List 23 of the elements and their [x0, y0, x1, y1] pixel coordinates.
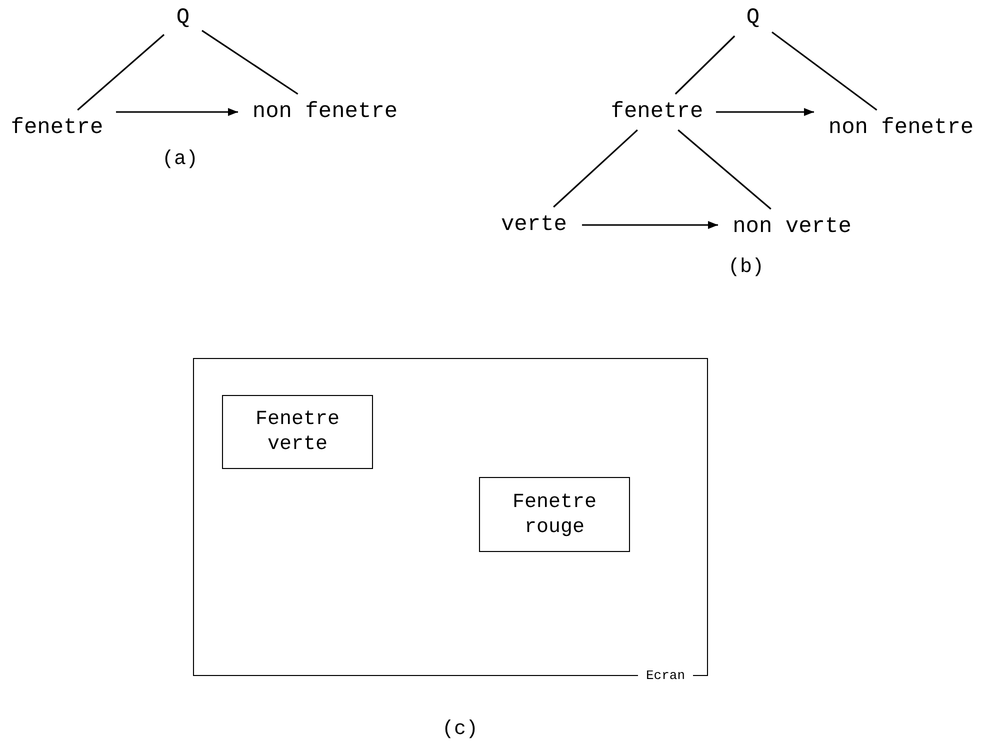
tree-node-label: non verte: [726, 215, 858, 239]
connector-line: [202, 30, 298, 95]
tree-node-label: verte: [496, 213, 572, 237]
arrow: [116, 108, 238, 116]
subfigure-caption: (a): [160, 150, 199, 170]
tree-node-label: fenetre: [8, 116, 106, 140]
tree-node-label: non fenetre: [822, 116, 980, 140]
tree-node-label: Q: [170, 6, 196, 30]
tree-node-label: fenetre: [608, 100, 706, 124]
tree-node-label: Q: [740, 6, 766, 30]
arrow: [582, 221, 718, 229]
connector-line: [772, 31, 878, 111]
frame-label: Ecran: [638, 669, 693, 682]
connector-line: [678, 129, 772, 210]
tree-node-label: non fenetre: [246, 100, 404, 124]
subfigure-caption: (c): [440, 720, 479, 740]
window-box: Fenetre verte: [222, 395, 373, 469]
arrow: [716, 108, 814, 116]
subfigure-caption: (b): [726, 258, 765, 278]
connector-line: [674, 35, 736, 95]
connector-line: [553, 129, 638, 208]
connector-line: [77, 34, 165, 111]
window-box: Fenetre rouge: [479, 477, 630, 552]
